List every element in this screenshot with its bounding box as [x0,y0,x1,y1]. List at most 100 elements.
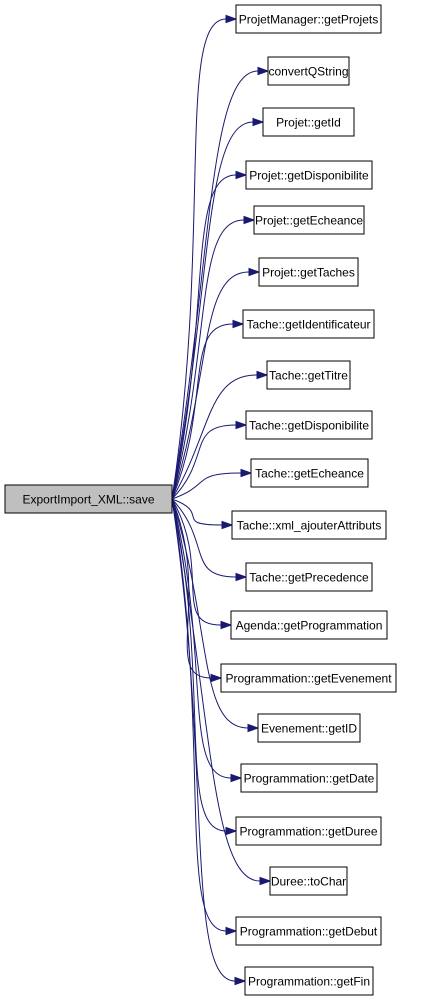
arrowhead-tache-getidentificateur [232,319,245,329]
node-box-tache-xml-ajouterattributs [231,510,387,540]
node-projetmanager-getprojets[interactable]: ProjetManager::getProjets [235,4,382,34]
node-projet-gettaches[interactable]: Projet::getTaches [258,257,359,287]
edges [171,14,272,986]
node-box-projet-gettaches [258,257,359,287]
node-box-programmation-getduree [235,816,382,846]
node-label-duree-tochar: Duree::toChar [271,875,346,889]
edge-to-programmation-getdate [171,498,232,779]
node-programmation-getdebut[interactable]: Programmation::getDebut [235,916,382,946]
edge-to-duree-tochar [171,498,261,882]
arrowhead-programmation-getevenement [210,673,223,683]
arrowhead-tache-getprecedence [235,572,248,582]
edge-to-projet-getecheance [171,219,245,500]
node-label-projet-gettaches: Projet::getTaches [262,266,355,280]
node-box-programmation-getfin [244,966,374,996]
arrowhead-tache-xml-ajouterattributs [221,520,234,530]
edge-to-tache-getdisponibilite [171,424,237,500]
node-label-tache-getidentificateur: Tache::getIdentificateur [246,318,370,332]
node-tache-getprecedence[interactable]: Tache::getPrecedence [245,562,373,592]
node-duree-tochar[interactable]: Duree::toChar [269,866,348,896]
node-label-programmation-getdebut: Programmation::getDebut [240,925,378,939]
node-label-tache-getecheance: Tache::getEcheance [255,467,364,481]
node-box-programmation-getdate [240,763,378,793]
arrowhead-projet-gettaches [248,267,261,277]
node-label-projet-getdisponibilite: Projet::getDisponibilite [249,169,369,183]
node-programmation-getfin[interactable]: Programmation::getFin [244,966,374,996]
node-label-programmation-getduree: Programmation::getDuree [239,825,377,839]
edge-to-convertqstring [171,70,259,500]
node-programmation-getdate[interactable]: Programmation::getDate [240,763,378,793]
node-box-tache-getidentificateur [242,309,375,339]
node-label-programmation-getevenement: Programmation::getEvenement [225,672,392,686]
node-box-tache-gettitre [266,360,351,390]
node-box-programmation-getevenement [220,663,397,693]
edge-to-projetmanager-getprojets [171,18,227,500]
arrowhead-tache-getdisponibilite [235,420,248,430]
arrowhead-evenement-getid [247,723,260,733]
arrowhead-programmation-getfin [234,976,247,986]
node-label-convertqstring: convertQString [268,65,348,79]
node-projet-getid[interactable]: Projet::getId [262,107,355,137]
arrowhead-convertqstring [257,66,270,76]
root-node[interactable]: ExportImport_XML::save [4,484,173,514]
node-box-tache-getecheance [250,458,369,488]
node-label-tache-xml-ajouterattributs: Tache::xml_ajouterAttributs [237,519,382,533]
node-tache-getdisponibilite[interactable]: Tache::getDisponibilite [245,410,373,440]
arrowhead-projet-getdisponibilite [235,170,248,180]
node-box-projet-getid [262,107,355,137]
edge-to-projet-getdisponibilite [171,174,237,500]
callee-nodes: ProjetManager::getProjetsconvertQStringP… [220,4,397,996]
arrowhead-tache-getecheance [240,468,253,478]
node-label-projet-getid: Projet::getId [276,116,341,130]
arrowhead-projet-getid [252,117,265,127]
node-label-agenda-getprogrammation: Agenda::getProgrammation [236,619,383,633]
node-label-tache-getprecedence: Tache::getPrecedence [249,571,369,585]
node-label-programmation-getfin: Programmation::getFin [248,975,370,989]
node-label-evenement-getid: Evenement::getID [261,722,357,736]
node-tache-gettitre[interactable]: Tache::getTitre [266,360,351,390]
node-projet-getdisponibilite[interactable]: Projet::getDisponibilite [245,160,373,190]
root-node-box [4,484,173,514]
node-agenda-getprogrammation[interactable]: Agenda::getProgrammation [230,610,388,640]
node-evenement-getid[interactable]: Evenement::getID [257,713,361,743]
node-tache-xml-ajouterattributs[interactable]: Tache::xml_ajouterAttributs [231,510,387,540]
arrowhead-duree-tochar [259,876,272,886]
edge-to-projet-gettaches [171,271,250,500]
node-label-tache-gettitre: Tache::getTitre [269,369,348,383]
root-node-label: ExportImport_XML::save [22,493,154,507]
arrowhead-programmation-getdebut [225,926,238,936]
edge-to-evenement-getid [171,498,249,729]
node-box-convertqstring [267,56,350,86]
arrowhead-projet-getecheance [243,215,256,225]
node-box-tache-getprecedence [245,562,373,592]
node-box-agenda-getprogrammation [230,610,388,640]
node-programmation-getduree[interactable]: Programmation::getDuree [235,816,382,846]
edge-to-tache-xml-ajouterattributs [171,498,223,526]
node-label-tache-getdisponibilite: Tache::getDisponibilite [249,419,369,433]
node-box-tache-getdisponibilite [245,410,373,440]
arrowhead-agenda-getprogrammation [220,620,233,630]
node-label-programmation-getdate: Programmation::getDate [244,772,375,786]
edge-to-tache-getidentificateur [171,323,234,500]
edge-to-programmation-getdebut [171,498,227,932]
edge-to-programmation-getfin [171,498,236,982]
edge-to-projet-getid [171,121,254,500]
node-programmation-getevenement[interactable]: Programmation::getEvenement [220,663,397,693]
edge-to-tache-getprecedence [171,498,237,578]
node-box-duree-tochar [269,866,348,896]
arrowhead-programmation-getduree [225,826,238,836]
node-box-projet-getecheance [253,205,365,235]
edge-to-tache-getecheance [171,472,242,500]
node-projet-getecheance[interactable]: Projet::getEcheance [253,205,365,235]
edge-to-tache-gettitre [171,374,258,500]
node-box-projetmanager-getprojets [235,4,382,34]
node-tache-getecheance[interactable]: Tache::getEcheance [250,458,369,488]
arrowhead-tache-gettitre [256,370,269,380]
node-box-evenement-getid [257,713,361,743]
node-convertqstring[interactable]: convertQString [267,56,350,86]
node-tache-getidentificateur[interactable]: Tache::getIdentificateur [242,309,375,339]
arrowhead-programmation-getdate [230,773,243,783]
node-box-programmation-getdebut [235,916,382,946]
node-label-projetmanager-getprojets: ProjetManager::getProjets [239,13,378,27]
